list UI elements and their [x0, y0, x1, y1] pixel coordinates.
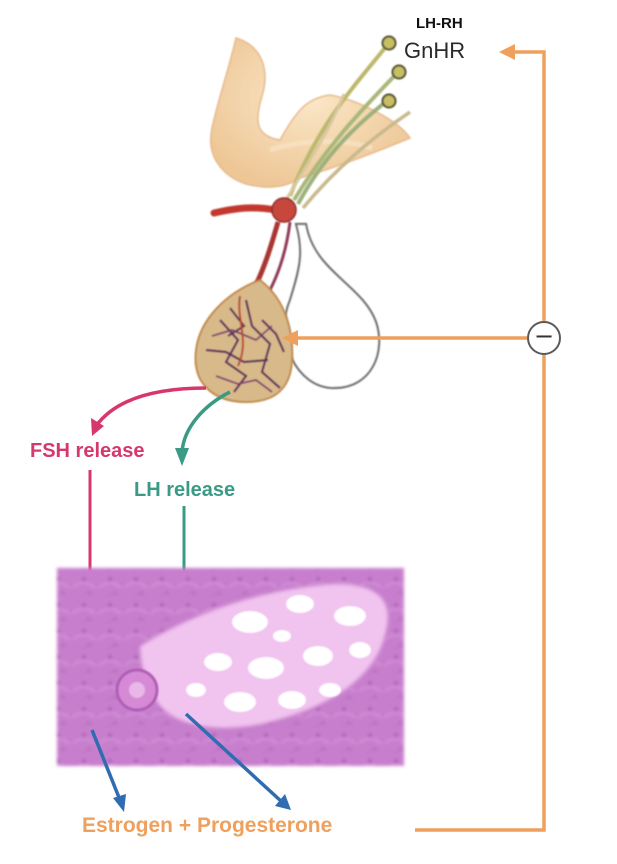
ovary-tissue-micrograph — [57, 568, 404, 766]
minus-circle-icon: − — [527, 321, 561, 355]
fsh-release-label: FSH release — [30, 440, 145, 463]
estrogen-progesterone-label: Estrogen + Progesterone — [82, 814, 332, 838]
arrowhead-icon — [113, 794, 126, 812]
posterior-pituitary — [285, 224, 379, 388]
lh-release-label: LH release — [134, 479, 235, 502]
hypothalamus — [211, 38, 410, 187]
arrowhead-icon — [175, 448, 189, 466]
gnhr-label: GnHR — [404, 38, 465, 64]
lhrh-label: LH-RH — [416, 15, 463, 32]
anterior-pituitary — [195, 280, 292, 402]
arrowhead-icon — [499, 44, 515, 60]
